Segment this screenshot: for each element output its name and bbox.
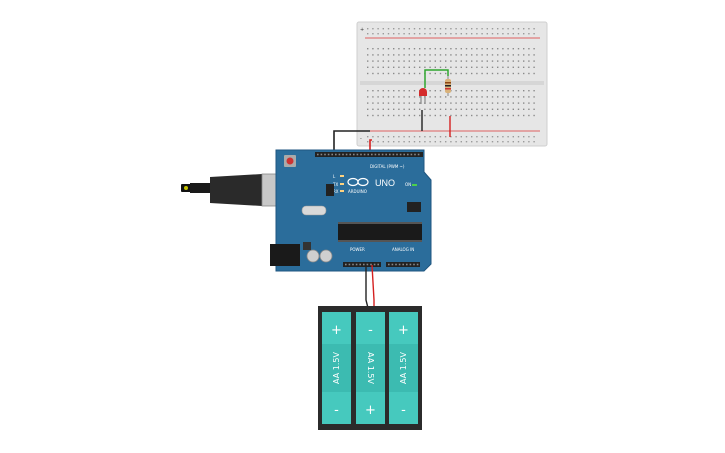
cell-voltage-label: AA 1.5V (366, 352, 375, 384)
red-led[interactable] (419, 88, 427, 104)
brand-label: ARDUINO (348, 189, 367, 194)
led-l-label: L (333, 174, 336, 179)
rail-plus-label-top: + (360, 27, 364, 33)
crystal-oscillator (301, 205, 327, 216)
dc-barrel-jack[interactable] (270, 244, 300, 266)
capacitor-2 (319, 249, 333, 263)
black-wire-battery[interactable] (365, 265, 369, 309)
led-tx-label: TX (332, 182, 338, 187)
breadboard-holes (367, 28, 535, 143)
breadboard[interactable]: + - (356, 21, 548, 147)
red-wire-battery[interactable] (371, 264, 375, 308)
digital-label: DIGITAL (PWM ~) (370, 164, 405, 169)
power-label: POWER (350, 247, 365, 252)
cell-voltage-label: AA 1.5V (399, 352, 408, 384)
arduino-uno[interactable]: DIGITAL (PWM ~) UNO ARDUINO L TX RX ON (270, 149, 432, 272)
cell-bottom-sign: - (401, 403, 406, 418)
battery-cell: - + AA 1.5V (356, 312, 385, 424)
resistor[interactable] (445, 76, 451, 96)
cell-top-sign: + (331, 323, 342, 338)
analog-label: ANALOG IN (392, 247, 414, 252)
cell-top-sign: - (368, 323, 373, 338)
battery-cell: + - AA 1.5V (322, 312, 351, 424)
battery-cell: + - AA 1.5V (389, 312, 418, 424)
led-rx-label: RX (333, 189, 339, 194)
capacitor-1 (306, 249, 320, 263)
battery-pack[interactable]: + - AA 1.5V - + AA 1.5V + - AA 1.5V (318, 306, 422, 430)
cell-bottom-sign: - (334, 403, 339, 418)
black-wire-gnd[interactable] (333, 130, 370, 158)
rail-minus-label-bottom: - (360, 136, 362, 142)
atmega-chip (338, 222, 422, 242)
on-label: ON (405, 182, 411, 187)
board-model-label: UNO (375, 178, 395, 188)
arduino-logo-icon (347, 177, 369, 187)
green-wire[interactable] (424, 69, 449, 88)
cell-bottom-sign: + (365, 403, 376, 418)
cell-top-sign: + (398, 323, 409, 338)
power-header[interactable] (343, 262, 381, 267)
usb-cable[interactable] (181, 173, 279, 207)
cell-voltage-label: AA 1.5V (332, 352, 341, 384)
header-pins (317, 153, 420, 266)
icsp-header[interactable] (407, 202, 421, 212)
